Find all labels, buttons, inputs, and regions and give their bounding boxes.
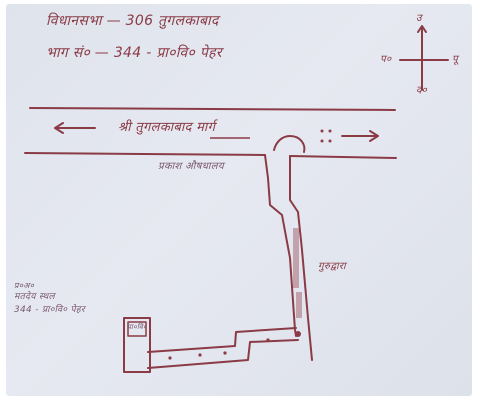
paper-sheet	[6, 4, 472, 396]
compass-north: उ	[416, 13, 422, 24]
route-bottom-edge	[147, 339, 299, 369]
route-marker	[223, 351, 227, 355]
route-marker	[168, 356, 172, 360]
route-marker	[295, 331, 301, 337]
road-bottom-edge	[24, 152, 397, 159]
building-outline	[123, 317, 151, 373]
road-top-edge	[29, 107, 396, 111]
compass-west: प०	[380, 54, 392, 65]
lane-fill	[293, 228, 299, 288]
right-arrow-icon	[341, 130, 379, 142]
road-label: श्री तुगलकाबाद मार्ग	[118, 120, 216, 135]
building-label: प्रा०वि०	[127, 323, 147, 331]
route-top-edge	[147, 327, 297, 353]
legend-line-1: प्र०अ०	[14, 281, 35, 290]
building-inner	[127, 321, 147, 337]
compass-south: द०	[416, 85, 428, 96]
left-arrow-icon	[54, 122, 96, 134]
lane-fill-lower	[296, 292, 302, 318]
legend-line-2: मतदेय स्थल	[14, 292, 55, 302]
header-line-2: भाग सं० — 344 - प्रा०वि० पेहर	[46, 45, 222, 61]
lane-label: गुरुद्वारा	[318, 261, 346, 272]
lane-left-edge	[264, 154, 297, 337]
header-line-1: विधानसभा — 306 तुगलकाबाद	[46, 13, 219, 29]
route-marker	[198, 353, 202, 357]
lane-right-edge	[289, 155, 313, 361]
route-marker	[266, 338, 270, 342]
compass-icon	[399, 25, 449, 91]
road-sub-label: प्रकाश औषधालय	[158, 161, 224, 172]
legend-line-3: 344 - प्रा०वि० पेहर	[14, 305, 85, 315]
lane-junction-loop	[273, 135, 306, 153]
compass-east: पू	[452, 54, 458, 65]
